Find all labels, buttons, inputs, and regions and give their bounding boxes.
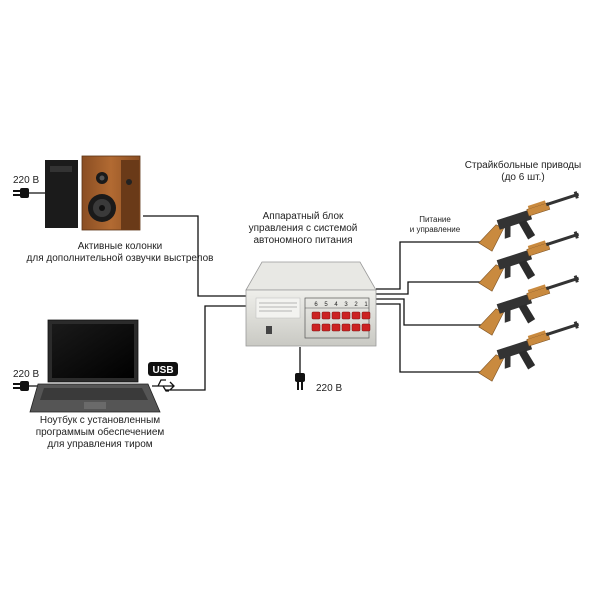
channel-button [341,323,351,332]
drive-cable-3 [376,298,482,326]
drive-cable-4 [376,303,482,373]
laptop-plug-icon [13,381,29,391]
channel-number: 6 [314,302,318,308]
control-unit-caption-line: автономного питания [253,235,353,246]
usb-icon: USB [148,362,178,392]
link-label-line: Питание [419,215,451,224]
laptop-caption-line: для управления тиром [47,439,153,450]
link-label-line: и управление [409,225,461,234]
control-unit-image [245,261,377,347]
speakers-image [45,155,141,231]
unit-plug-icon [295,373,305,390]
cables [28,192,482,391]
channel-button [351,311,361,320]
channel-button [311,323,321,332]
channel-number: 4 [334,302,338,308]
speakers-caption-line: для дополнительной озвучки выстрелов [26,253,214,264]
speaker-voltage-label: 220 В [13,175,40,186]
channel-number: 2 [354,302,358,308]
control-unit-caption-line: управления с системой [248,223,358,234]
speaker-plug-icon [13,188,29,198]
usb-badge-text: USB [152,365,173,376]
speaker-cable [143,215,250,297]
unit-voltage-label: 220 В [316,383,343,394]
laptop-caption-line: программым обеспечением [35,427,165,438]
rifle-icon [472,189,588,255]
channel-number: 5 [324,302,328,308]
channel-button [351,323,361,332]
link-label: Питание и управление [400,215,470,235]
laptop-voltage-label: 220 В [13,369,40,380]
drives-caption: Страйкбольные приводы (до 6 шт.) [458,160,588,184]
channel-buttons [311,311,371,332]
channel-numbers: 6 5 4 3 2 1 [314,302,368,308]
laptop-image [29,319,161,413]
speakers-caption-line: Активные колонки [77,241,163,252]
channel-button [341,311,351,320]
channel-button [361,323,371,332]
channel-button [321,311,331,320]
laptop-usb-cable [165,305,250,391]
laptop-caption: Ноутбук с установленным программым обесп… [10,415,190,451]
drives-caption-line: Страйкбольные приводы [464,160,582,171]
speakers-caption: Активные колонки для дополнительной озву… [20,241,220,265]
channel-button [331,323,341,332]
channel-button [311,311,321,320]
channel-number: 3 [344,302,348,308]
channel-number: 1 [364,302,368,308]
control-unit-caption: Аппаратный блок управления с системой ав… [228,211,378,247]
airsoft-drives [472,189,588,385]
drives-caption-line: (до 6 шт.) [501,172,545,183]
channel-button [321,323,331,332]
channel-button [331,311,341,320]
drive-cable-1 [376,241,482,290]
control-unit-caption-line: Аппаратный блок [262,211,344,222]
laptop-caption-line: Ноутбук с установленным [39,415,161,426]
channel-button [361,311,371,320]
drive-cable-2 [376,281,482,295]
